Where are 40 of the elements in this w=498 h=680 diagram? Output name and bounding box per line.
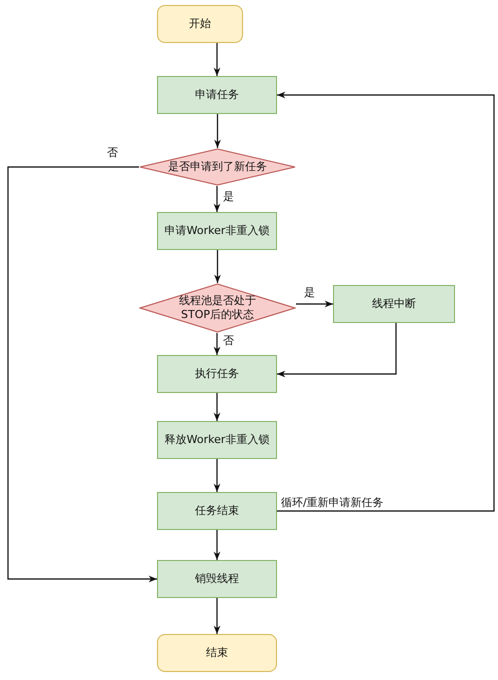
node-text: 销毁线程: [195, 572, 239, 586]
decision-diamond: [139, 148, 296, 186]
node-text: 释放Worker非重入锁: [164, 433, 270, 447]
arrow: [277, 92, 495, 512]
edge-label: 循环/重新申请新任务: [280, 496, 385, 510]
node-text: 结束: [206, 646, 228, 660]
node-text: 任务结束: [195, 504, 239, 518]
edge-label: 否: [222, 334, 235, 348]
edge-label: 是: [303, 286, 316, 300]
arrow: [214, 250, 221, 283]
node-text: 执行任务: [195, 367, 239, 381]
process-box: [157, 421, 277, 459]
arrow: [214, 186, 220, 212]
process-box: [157, 560, 277, 598]
process-box: [157, 212, 277, 250]
node-text: 是否申请到了新任务: [168, 160, 267, 174]
node-text: 申请任务: [195, 88, 239, 102]
start-end-terminal: [157, 5, 243, 43]
arrow: [277, 323, 397, 378]
start-end-terminal: [157, 634, 277, 672]
arrow: [214, 598, 220, 634]
node-text: 线程池是否处于STOP后的状态: [178, 294, 257, 322]
process-box: [157, 355, 277, 393]
arrow: [214, 114, 221, 148]
node-text: 开始: [189, 17, 211, 31]
node-text: 申请Worker非重入锁: [164, 224, 270, 238]
node-text: 线程中断: [372, 297, 416, 311]
edge-label: 否: [106, 146, 119, 160]
edge-label: 是: [222, 190, 235, 204]
arrow: [296, 300, 333, 308]
arrow: [214, 530, 220, 560]
arrow: [214, 393, 220, 421]
process-box: [333, 285, 455, 323]
arrow: [7, 166, 157, 582]
arrow: [214, 459, 220, 492]
decision-diamond: [139, 283, 296, 333]
arrow: [214, 333, 220, 355]
process-box: [157, 492, 277, 530]
arrow: [214, 43, 220, 76]
process-box: [157, 76, 277, 114]
